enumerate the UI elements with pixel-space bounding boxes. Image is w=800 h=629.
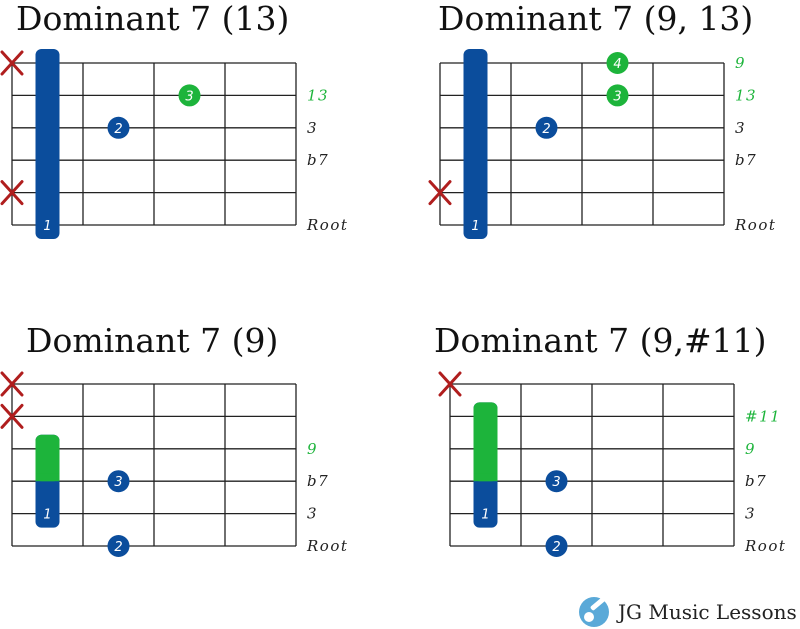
interval-label: 3 (735, 119, 746, 137)
finger-number: 3 (185, 89, 193, 104)
interval-label: Root (734, 216, 776, 234)
barre-highlight (35, 434, 60, 482)
finger-number: 2 (114, 122, 122, 137)
mute-stroke (428, 180, 452, 206)
finger-dot (606, 52, 629, 74)
brand-logo: JG Music Lessons (579, 596, 797, 627)
finger-dot (545, 535, 568, 557)
interval-label: b7 (307, 472, 329, 490)
guitar-icon (579, 596, 609, 627)
finger-number: 4 (613, 57, 621, 72)
chord-title: Dominant 7 (9, 13) (438, 0, 753, 38)
chord-title: Dominant 7 (13) (16, 0, 289, 38)
mute-x-icon (0, 180, 24, 206)
mute-x-icon (0, 50, 24, 76)
interval-label: b7 (745, 472, 767, 490)
barre-highlight-edge (473, 473, 498, 482)
barre-highlight (473, 402, 498, 482)
chord-title: Dominant 7 (9) (26, 321, 278, 360)
interval-label: b7 (307, 151, 329, 169)
brand-name: JG Music Lessons (616, 600, 797, 624)
interval-label: 13 (307, 86, 329, 104)
interval-label: 9 (307, 440, 318, 458)
finger-number: 1 (43, 508, 51, 523)
finger-dot (107, 535, 130, 557)
finger-number: 2 (114, 540, 122, 555)
barre-bar (463, 49, 488, 239)
finger-number: 3 (552, 475, 560, 490)
interval-label: Root (744, 537, 786, 555)
finger-number: 2 (542, 122, 550, 137)
finger-number: 1 (471, 219, 479, 234)
interval-label: Root (306, 216, 348, 234)
interval-label: b7 (735, 151, 757, 169)
mute-stroke (0, 50, 24, 76)
interval-label: Root (306, 537, 348, 555)
mute-stroke (438, 371, 462, 397)
barre-bar (35, 49, 60, 239)
chord-title: Dominant 7 (9,#11) (434, 321, 766, 360)
interval-label: 13 (735, 86, 757, 104)
interval-label: 9 (745, 440, 756, 458)
mute-x-icon (438, 371, 462, 397)
finger-dot (545, 470, 568, 493)
mute-x-icon (428, 180, 452, 206)
finger-dot (606, 84, 629, 107)
mute-stroke (0, 403, 24, 429)
finger-number: 1 (43, 219, 51, 234)
finger-number: 3 (613, 89, 621, 104)
interval-label: 3 (307, 505, 318, 523)
interval-label: 9 (735, 54, 746, 72)
mute-stroke (0, 180, 24, 206)
finger-number: 1 (481, 508, 489, 523)
finger-number: 3 (114, 475, 122, 490)
finger-dot (107, 470, 130, 493)
mute-x-icon (0, 403, 24, 429)
finger-number: 2 (552, 540, 560, 555)
barre-highlight-edge (35, 473, 60, 482)
finger-dot (535, 116, 558, 139)
finger-dot (178, 84, 201, 107)
interval-label: 3 (307, 119, 318, 137)
interval-label: #11 (745, 407, 781, 425)
interval-label: 3 (745, 505, 756, 523)
mute-x-icon (0, 371, 24, 397)
mute-stroke (0, 371, 24, 397)
finger-dot (107, 116, 130, 139)
